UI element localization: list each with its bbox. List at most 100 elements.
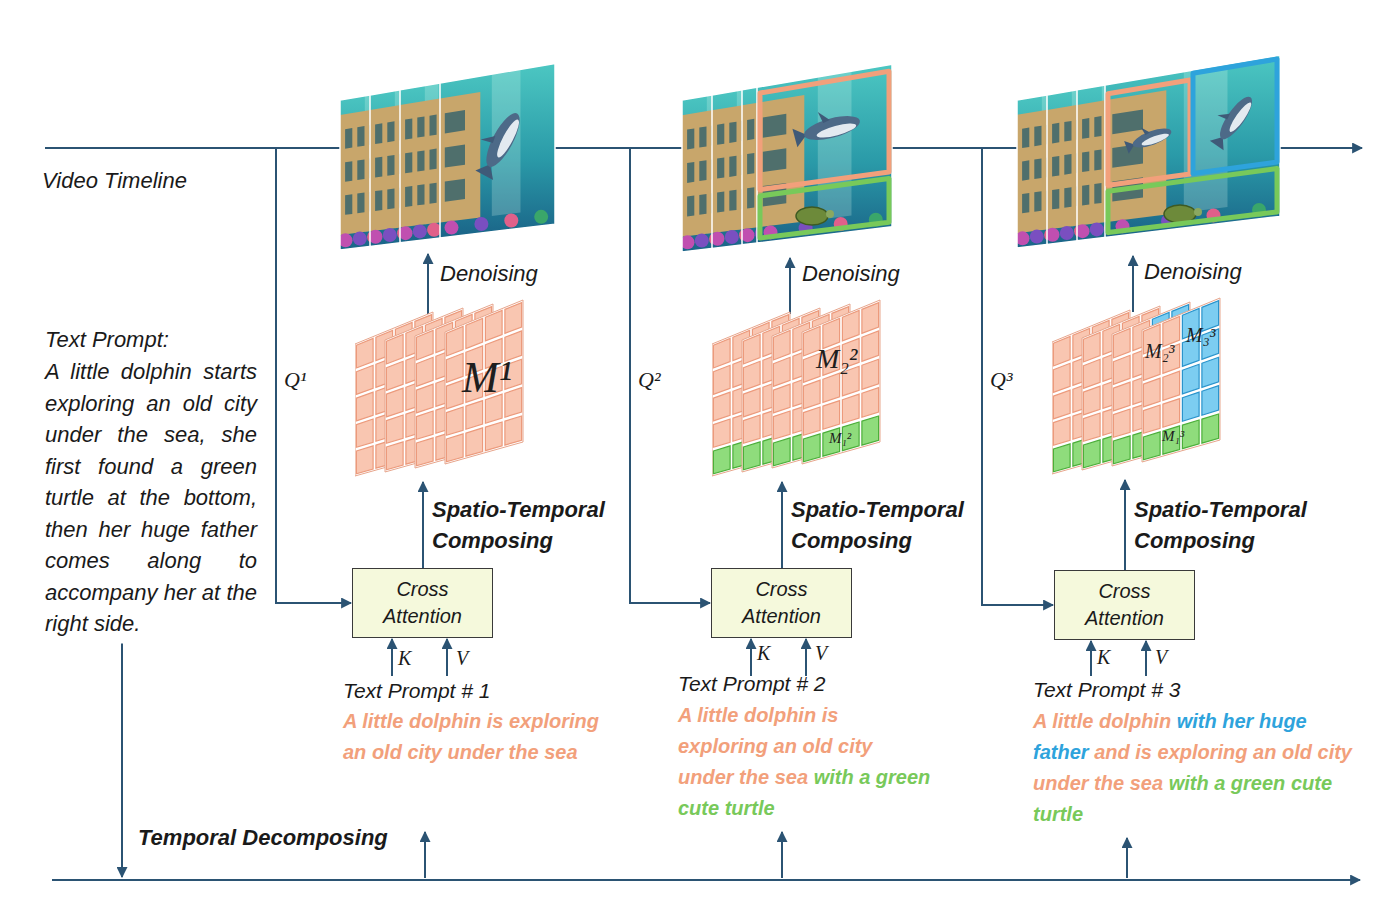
query-line bbox=[276, 148, 351, 603]
dolphin bbox=[790, 102, 862, 147]
prompt-arrow bbox=[781, 832, 783, 878]
mask-cell bbox=[1083, 359, 1100, 388]
mask-cell bbox=[356, 419, 373, 447]
mask-cell bbox=[713, 419, 730, 447]
edge-label: Spatio-Temporal Composing bbox=[791, 494, 996, 556]
building-window bbox=[747, 153, 754, 174]
mask-cell bbox=[386, 335, 403, 365]
video-frame bbox=[440, 63, 555, 238]
box-text: Cross Attention bbox=[1065, 578, 1184, 632]
building-window bbox=[1112, 109, 1143, 134]
building-window bbox=[1022, 128, 1029, 148]
mask-cell bbox=[1163, 371, 1180, 400]
mask-cell bbox=[713, 365, 730, 394]
mask-cell bbox=[466, 428, 483, 456]
value-arrow bbox=[446, 639, 448, 676]
building-window bbox=[747, 119, 754, 140]
mask-cell bbox=[862, 331, 879, 361]
mask-cell bbox=[505, 303, 522, 334]
building-window bbox=[687, 128, 694, 149]
denoising-arrow bbox=[427, 254, 429, 314]
prompt-segment: A little dolphin bbox=[1033, 710, 1171, 732]
mask-grid-shape bbox=[1052, 290, 1227, 480]
prompt-body: A little dolphin starts exploring an old… bbox=[45, 356, 257, 640]
mask-grid: M₂³M₃³M₁³ bbox=[1052, 290, 1227, 480]
building-window bbox=[729, 122, 736, 143]
mask-cell bbox=[356, 446, 373, 474]
step-label: Denoising bbox=[1144, 258, 1242, 286]
building-window bbox=[1022, 193, 1029, 213]
mask-cell bbox=[803, 380, 820, 409]
dolphin-body bbox=[1215, 93, 1258, 144]
mask-cell bbox=[485, 311, 502, 341]
mask-cell bbox=[1202, 414, 1219, 443]
turtle-head bbox=[826, 210, 834, 218]
prompt-text: A little dolphin is exploring an old cit… bbox=[343, 706, 605, 768]
building-window bbox=[1082, 185, 1089, 206]
coral bbox=[427, 223, 441, 237]
dolphin-body bbox=[1131, 125, 1174, 152]
building-window bbox=[1094, 150, 1101, 171]
mask-cell bbox=[743, 335, 760, 365]
building-window bbox=[375, 157, 382, 178]
building-window bbox=[717, 191, 724, 212]
prompt-text: A little dolphin is exploring an old cit… bbox=[678, 700, 933, 824]
key-label: K bbox=[1097, 645, 1110, 670]
mask-symbol: M₃³ bbox=[1186, 324, 1216, 346]
light-ray bbox=[818, 71, 852, 220]
mask-cell bbox=[485, 422, 502, 451]
building-window bbox=[1034, 126, 1041, 147]
mask-cell bbox=[1113, 355, 1130, 384]
query-label: Q² bbox=[638, 366, 660, 394]
mask-cell bbox=[386, 361, 403, 390]
building-window bbox=[430, 115, 437, 136]
building-window bbox=[417, 150, 424, 171]
axis-title: Video Timeline bbox=[42, 167, 187, 195]
prompt-title: Text Prompt # 2 bbox=[678, 671, 825, 697]
mask-cell bbox=[416, 357, 433, 386]
value-arrow bbox=[805, 639, 807, 676]
mask-cell bbox=[466, 319, 483, 349]
building-window bbox=[417, 184, 424, 205]
prompt-arrow bbox=[1126, 838, 1128, 878]
building-window bbox=[357, 126, 364, 147]
mask-cell bbox=[1182, 364, 1199, 394]
step-label: Denoising bbox=[802, 260, 900, 288]
mask-cell bbox=[1083, 333, 1100, 363]
mask-cell bbox=[1143, 432, 1160, 460]
box-text: Cross Attention bbox=[363, 576, 482, 630]
mask-cell bbox=[1143, 378, 1160, 407]
building-window bbox=[1094, 183, 1101, 204]
coral bbox=[353, 232, 367, 246]
mask-cell bbox=[823, 373, 840, 402]
dolphin-belly bbox=[1227, 100, 1254, 134]
dolphin bbox=[467, 104, 526, 180]
dolphin-belly bbox=[815, 121, 857, 141]
decompose-arrow bbox=[121, 644, 123, 878]
mask-layer bbox=[1142, 298, 1220, 462]
coral bbox=[725, 230, 739, 244]
building-window bbox=[430, 149, 437, 170]
process-title: Temporal Decomposing bbox=[138, 824, 388, 852]
frame-water bbox=[440, 63, 555, 238]
building-window bbox=[430, 183, 437, 204]
building-window bbox=[1094, 116, 1101, 137]
mask-cell bbox=[446, 407, 463, 435]
mask-cell bbox=[386, 415, 403, 443]
turtle-shell bbox=[796, 207, 828, 225]
value-label: V bbox=[456, 646, 468, 671]
building-window bbox=[375, 190, 382, 211]
dolphin-fin bbox=[1217, 108, 1230, 121]
mask-cell bbox=[862, 416, 879, 445]
mask-symbol: M₁² bbox=[829, 430, 851, 447]
key-arrow bbox=[1090, 641, 1092, 676]
building-window bbox=[375, 123, 382, 144]
mask-cell bbox=[466, 401, 483, 430]
building-window bbox=[717, 124, 724, 145]
connector-line bbox=[422, 482, 424, 568]
mask-cell bbox=[842, 394, 859, 423]
building-window bbox=[405, 152, 412, 173]
step-label: Denoising bbox=[440, 260, 538, 288]
frame-edge bbox=[1105, 55, 1280, 237]
mask-cell bbox=[713, 392, 730, 421]
